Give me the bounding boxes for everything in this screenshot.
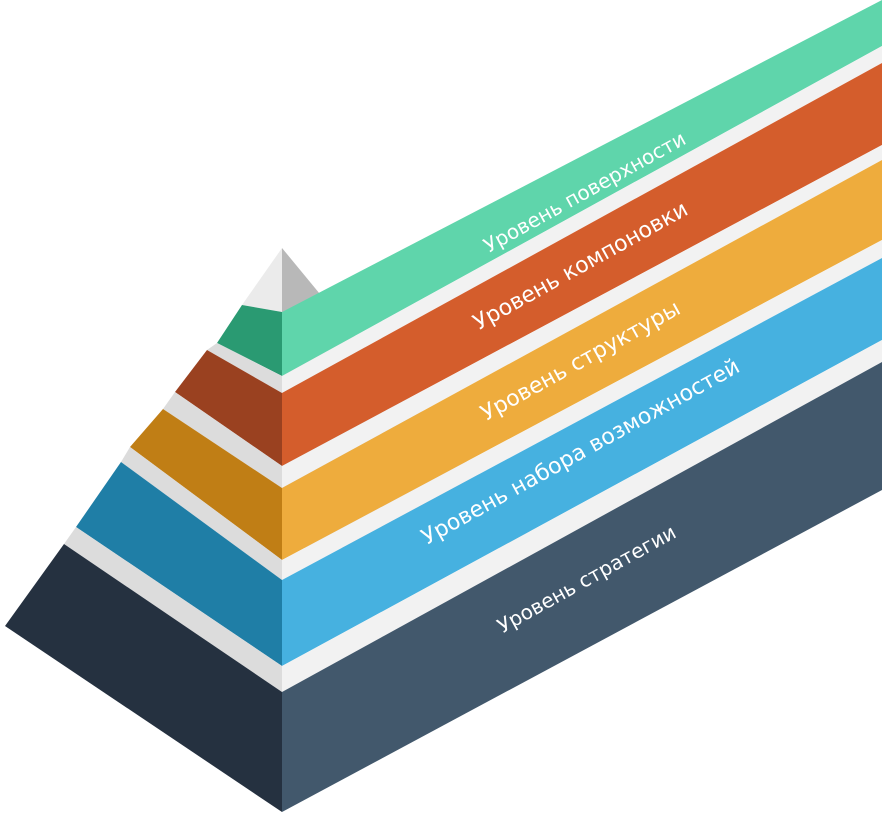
gap-4-left [64,527,282,692]
surface-left-face [217,305,282,376]
strategy-left-face [5,544,282,812]
gap-3-left [121,447,282,580]
gap-3-right [282,240,882,580]
gap-2-right [282,145,882,488]
surface-band [282,0,882,376]
gap-1-left [207,343,282,393]
gap-4-right [282,340,882,692]
scope-band [282,258,882,666]
gap-1-right [282,46,882,393]
scope-left-face [76,462,282,666]
structure-band [282,160,882,560]
apex-left-face [242,248,282,312]
structure-left-face [130,409,282,560]
skeleton-band [282,63,882,466]
gap-2-left [163,392,282,488]
skeleton-left-face [175,350,282,466]
strategy-band [282,362,882,812]
